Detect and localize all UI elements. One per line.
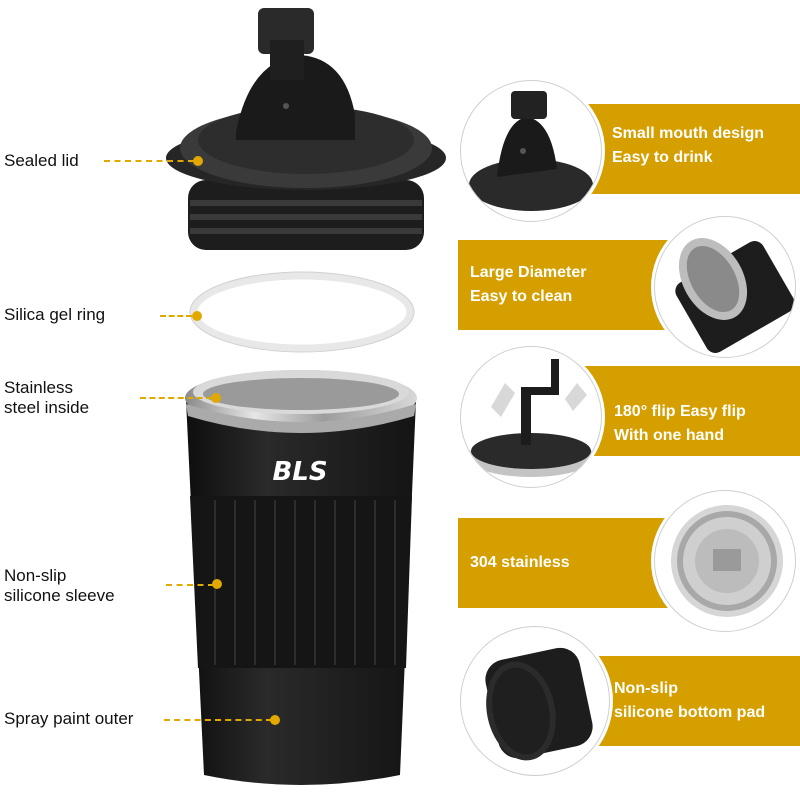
- cup-body-image: [185, 370, 417, 785]
- silica-gel-ring-image: [190, 272, 414, 352]
- feature-image-small-mouth: [460, 80, 602, 222]
- sealed-lid-image: [166, 8, 446, 250]
- feature-text: Large Diameter Easy to clean: [470, 264, 587, 305]
- tumbler-illustration: BLS: [166, 8, 446, 785]
- callout-sealed-lid: Sealed lid: [4, 151, 79, 170]
- leader-dot: [212, 579, 222, 589]
- brand-logo: BLS: [272, 457, 327, 487]
- leader-line: [140, 397, 212, 399]
- feature-image-304-stainless: [654, 490, 796, 632]
- leader-line: [164, 719, 272, 721]
- callout-sleeve: Non-slip silicone sleeve: [4, 566, 115, 605]
- feature-text: 304 stainless: [470, 554, 570, 571]
- feature-image-bottom-pad: [460, 626, 610, 776]
- feature-text: 180° flip Easy flip With one hand: [614, 403, 746, 444]
- callout-silica-ring: Silica gel ring: [4, 305, 106, 324]
- leader-dot: [270, 715, 280, 725]
- feature-image-large-diameter: [654, 216, 796, 358]
- feature-text: Small mouth design Easy to drink: [612, 125, 765, 166]
- feature-text: Non-slip silicone bottom pad: [614, 680, 766, 721]
- leader-line: [160, 315, 192, 317]
- leader-dot: [211, 393, 221, 403]
- callout-spray-paint: Spray paint outer: [4, 709, 134, 728]
- leader-dot: [192, 311, 202, 321]
- callout-stainless: Stainless steel inside: [4, 378, 90, 417]
- leader-line: [166, 584, 214, 586]
- leader-dot: [193, 156, 203, 166]
- feature-image-flip-lid: [460, 346, 602, 488]
- leader-line: [104, 160, 194, 162]
